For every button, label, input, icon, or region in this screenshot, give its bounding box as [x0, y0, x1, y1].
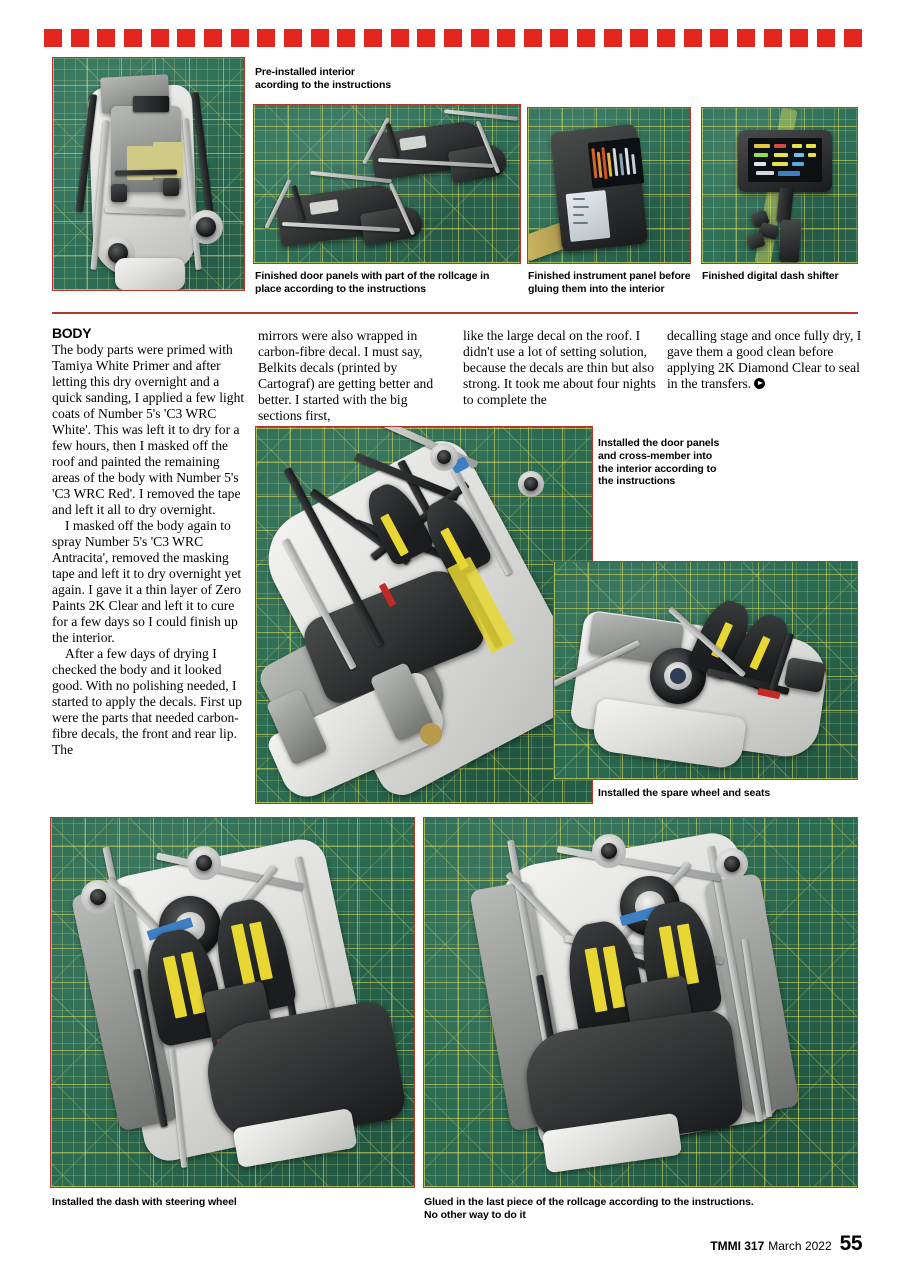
dash-square	[283, 29, 302, 47]
dash-square	[683, 29, 702, 47]
photo-dash-with-steering-wheel	[50, 817, 415, 1188]
article-paragraph-1: The body parts were primed with Tamiya W…	[52, 342, 245, 518]
dash-square	[737, 29, 756, 47]
dash-square	[390, 29, 409, 47]
photo-installed-door-panels	[255, 426, 593, 804]
dash-square	[577, 29, 596, 47]
dash-square	[337, 29, 356, 47]
dash-square	[44, 29, 62, 47]
caption-dash-with-steering-wheel: Installed the dash with steering wheel	[52, 1196, 237, 1208]
dash-square	[603, 29, 622, 47]
dash-square	[123, 29, 142, 47]
dash-square	[497, 29, 516, 47]
article-column-2: mirrors were also wrapped in carbon-fibr…	[258, 328, 452, 424]
footer-issue: March 2022	[768, 1239, 832, 1253]
end-of-article-icon	[754, 377, 766, 389]
photo-digital-dash-shifter	[701, 107, 858, 264]
article-paragraph-4: mirrors were also wrapped in carbon-fibr…	[258, 328, 434, 423]
page-footer: TMMI 317 March 2022 55	[710, 1232, 862, 1256]
article-paragraph-2: I masked off the body again to spray Num…	[52, 518, 242, 645]
photo-spare-wheel-and-seats	[553, 561, 858, 780]
dash-square	[70, 29, 89, 47]
photo-pre-installed-interior	[52, 57, 245, 291]
article-paragraph-6: decalling stage and once fully dry, I ga…	[667, 328, 863, 392]
footer-page-number: 55	[839, 1232, 863, 1255]
photo-finished-door-panels	[253, 104, 521, 264]
photo-rollcage-last-piece	[423, 817, 858, 1188]
dash-square	[177, 29, 196, 47]
photo-finished-instrument-panel	[527, 107, 691, 264]
dash-square	[203, 29, 222, 47]
caption-digital-dash-shifter: Finished digital dash shifter	[702, 270, 839, 282]
dash-square	[230, 29, 249, 47]
dash-square	[550, 29, 569, 47]
article-column-3: like the large decal on the roof. I didn…	[463, 328, 657, 408]
dash-square	[417, 29, 436, 47]
article-paragraph-6-text: decalling stage and once fully dry, I ga…	[667, 328, 862, 391]
dash-square	[523, 29, 542, 47]
caption-finished-door-panels: Finished door panels with part of the ro…	[255, 270, 490, 295]
dash-square	[763, 29, 782, 47]
dash-square	[790, 29, 809, 47]
dash-square	[630, 29, 649, 47]
caption-rollcage-last-piece: Glued in the last piece of the rollcage …	[424, 1196, 754, 1221]
article-column-4: decalling stage and once fully dry, I ga…	[667, 328, 863, 392]
article-heading: BODY	[52, 325, 92, 341]
dash-square	[443, 29, 462, 47]
dash-square	[310, 29, 329, 47]
dash-square	[710, 29, 729, 47]
caption-spare-wheel-and-seats: Installed the spare wheel and seats	[598, 787, 771, 799]
article-column-1: BODY The body parts were primed with Tam…	[52, 325, 246, 758]
dash-square	[817, 29, 836, 47]
section-divider-top	[52, 312, 858, 314]
article-paragraph-5: like the large decal on the roof. I didn…	[463, 328, 656, 407]
dash-square	[97, 29, 116, 47]
dash-square	[363, 29, 382, 47]
dash-square	[257, 29, 276, 47]
top-dashed-rule	[44, 29, 862, 47]
dash-square	[150, 29, 169, 47]
footer-magazine: TMMI 317	[710, 1239, 765, 1253]
dash-square	[843, 29, 862, 47]
dash-square	[657, 29, 676, 47]
dash-square	[470, 29, 489, 47]
article-paragraph-3: After a few days of drying I checked the…	[52, 645, 242, 757]
